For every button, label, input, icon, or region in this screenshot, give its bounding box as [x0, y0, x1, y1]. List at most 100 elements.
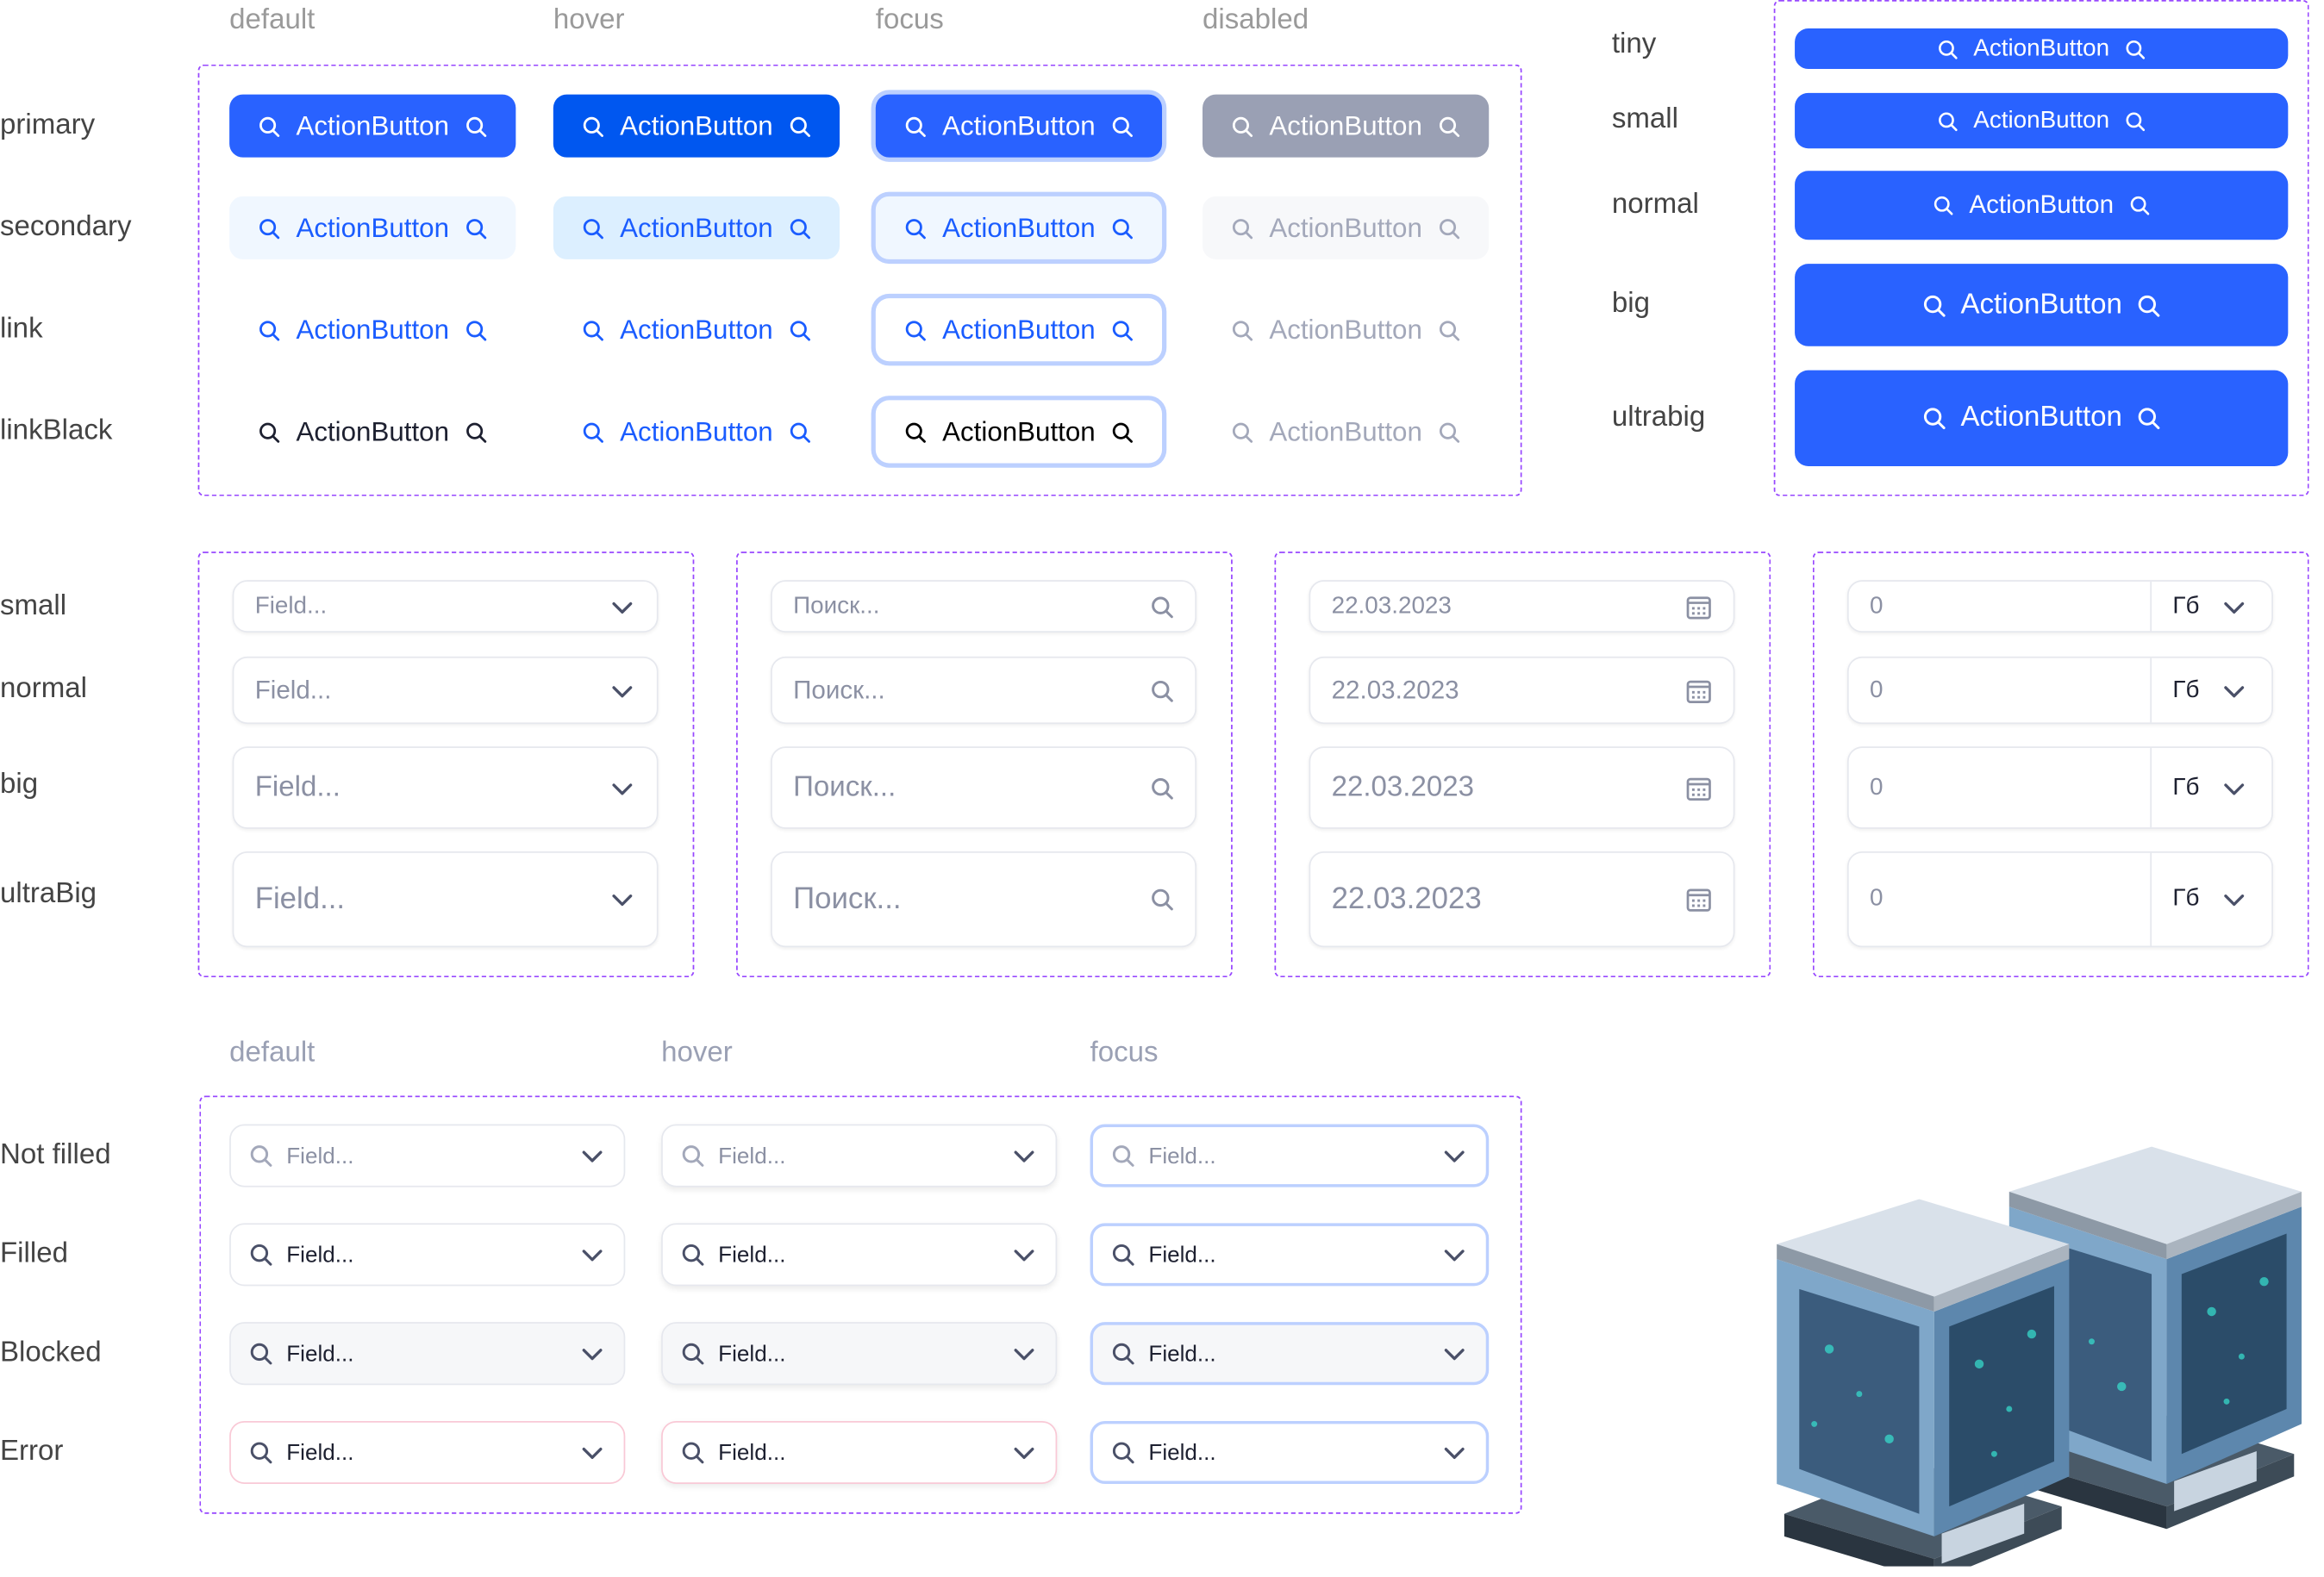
- select-field-ultraBig[interactable]: Field...: [232, 851, 659, 948]
- link-disabled-button[interactable]: ActionButton: [1203, 298, 1489, 361]
- date-value: 22.03.2023: [1331, 770, 1474, 803]
- button-label: ActionButton: [1969, 190, 2115, 219]
- select-value: Field...: [1148, 1439, 1216, 1466]
- button-label: ActionButton: [620, 212, 773, 242]
- field-placeholder: Field...: [254, 770, 340, 803]
- row-label-error: Error: [0, 1436, 64, 1468]
- search-icon: [1232, 115, 1254, 137]
- chevron-down-icon: [578, 1340, 605, 1367]
- search-icon: [583, 421, 605, 443]
- link-default-button[interactable]: ActionButton: [229, 298, 515, 361]
- select-not-filled-hover[interactable]: Field...: [661, 1124, 1058, 1187]
- date-field-ultraBig[interactable]: 22.03.2023: [1309, 851, 1735, 948]
- search-icon: [2124, 38, 2145, 59]
- search-icon: [1150, 776, 1174, 800]
- big-button[interactable]: ActionButton: [1795, 264, 2289, 346]
- search-icon: [1150, 595, 1174, 619]
- search-icon: [1111, 1243, 1135, 1267]
- column-header-disabled: disabled: [1202, 4, 1309, 36]
- size-label-normal: normal: [1611, 189, 1699, 221]
- secondary-focus-button[interactable]: ActionButton: [875, 196, 1163, 259]
- button-label: ActionButton: [296, 212, 450, 242]
- field-placeholder: Field...: [254, 675, 332, 704]
- select-filled-hover[interactable]: Field...: [661, 1223, 1058, 1287]
- tiny-button[interactable]: ActionButton: [1795, 28, 2289, 70]
- select-field-normal[interactable]: Field...: [232, 656, 659, 725]
- search-icon: [259, 115, 281, 137]
- size-label-big: big: [1611, 287, 1650, 320]
- column-header-focus: focus: [875, 4, 944, 36]
- select-error-focus[interactable]: Field...: [1090, 1420, 1490, 1485]
- chevron-down-icon: [1441, 1340, 1468, 1367]
- search-field-big[interactable]: Поиск...: [771, 746, 1197, 829]
- link-focus-button[interactable]: ActionButton: [875, 298, 1163, 362]
- unit-select[interactable]: Гб: [2150, 658, 2271, 723]
- secondary-default-button[interactable]: ActionButton: [229, 196, 516, 259]
- button-sizes-frame: [1773, 0, 2309, 496]
- unit-select[interactable]: Гб: [2150, 852, 2271, 946]
- select-filled-default[interactable]: Field...: [229, 1223, 626, 1287]
- search-icon: [583, 216, 605, 239]
- primary-disabled-button[interactable]: ActionButton: [1202, 94, 1490, 158]
- button-variants-frame: [197, 64, 1522, 496]
- search-field-small[interactable]: Поиск...: [771, 580, 1197, 633]
- linkBlack-focus-button[interactable]: ActionButton: [875, 400, 1163, 464]
- search-icon: [1934, 195, 1954, 215]
- button-label: ActionButton: [296, 314, 450, 345]
- unit-value: Гб: [2172, 885, 2200, 912]
- date-field-big[interactable]: 22.03.2023: [1309, 746, 1735, 829]
- select-not-filled-default[interactable]: Field...: [229, 1124, 626, 1187]
- select-field-big[interactable]: Field...: [232, 746, 659, 829]
- select-blocked-focus[interactable]: Field...: [1090, 1322, 1490, 1386]
- cubes-illustration: [1762, 1131, 2324, 1577]
- select-value: Field...: [718, 1242, 786, 1268]
- select-field-small[interactable]: Field...: [232, 580, 659, 633]
- date-field-small[interactable]: 22.03.2023: [1309, 580, 1735, 633]
- select-not-filled-focus[interactable]: Field...: [1090, 1124, 1490, 1187]
- primary-focus-button[interactable]: ActionButton: [875, 94, 1163, 158]
- button-label: ActionButton: [1269, 314, 1422, 345]
- search-icon: [1437, 115, 1459, 137]
- search-field-normal[interactable]: Поиск...: [771, 656, 1197, 725]
- small-button[interactable]: ActionButton: [1795, 92, 2289, 149]
- select-filled-focus[interactable]: Field...: [1090, 1223, 1490, 1287]
- search-field-ultraBig[interactable]: Поиск...: [771, 851, 1197, 948]
- date-field-normal[interactable]: 22.03.2023: [1309, 656, 1735, 725]
- row-label-not-filled: Not filled: [0, 1138, 111, 1171]
- select-value: Field...: [718, 1439, 786, 1466]
- link-hover-button[interactable]: ActionButton: [553, 298, 840, 361]
- select-blocked-hover[interactable]: Field...: [661, 1322, 1058, 1386]
- select-error-default[interactable]: Field...: [229, 1420, 626, 1485]
- unit-select[interactable]: Гб: [2150, 747, 2271, 828]
- primary-hover-button[interactable]: ActionButton: [553, 94, 840, 158]
- number-value: 0: [1870, 592, 1884, 619]
- search-icon: [905, 319, 928, 341]
- linkBlack-hover-button[interactable]: ActionButton: [553, 400, 840, 463]
- ultrabig-button[interactable]: ActionButton: [1795, 370, 2289, 466]
- button-label: ActionButton: [1960, 402, 2122, 433]
- select-error-hover[interactable]: Field...: [661, 1420, 1058, 1485]
- search-icon: [249, 1342, 273, 1366]
- linkBlack-disabled-button[interactable]: ActionButton: [1203, 400, 1489, 463]
- chevron-down-icon: [609, 593, 635, 620]
- row-label-ultraBig: ultraBig: [0, 878, 97, 910]
- search-icon: [681, 1243, 705, 1267]
- row-label-filled: Filled: [0, 1237, 68, 1270]
- secondary-disabled-button[interactable]: ActionButton: [1202, 196, 1490, 259]
- button-label: ActionButton: [1269, 415, 1422, 446]
- search-icon: [681, 1342, 705, 1366]
- select-blocked-default[interactable]: Field...: [229, 1322, 626, 1386]
- search-icon: [681, 1441, 705, 1465]
- primary-default-button[interactable]: ActionButton: [229, 94, 516, 158]
- calendar-icon: [1685, 593, 1712, 620]
- secondary-hover-button[interactable]: ActionButton: [553, 196, 840, 259]
- linkBlack-default-button[interactable]: ActionButton: [229, 400, 515, 463]
- number-field-small[interactable]: 0 Гб: [1846, 580, 2273, 633]
- unit-select[interactable]: Гб: [2150, 581, 2271, 632]
- normal-button[interactable]: ActionButton: [1795, 171, 2289, 240]
- select-value: Field...: [1148, 1340, 1216, 1367]
- select-value: Field...: [718, 1340, 786, 1367]
